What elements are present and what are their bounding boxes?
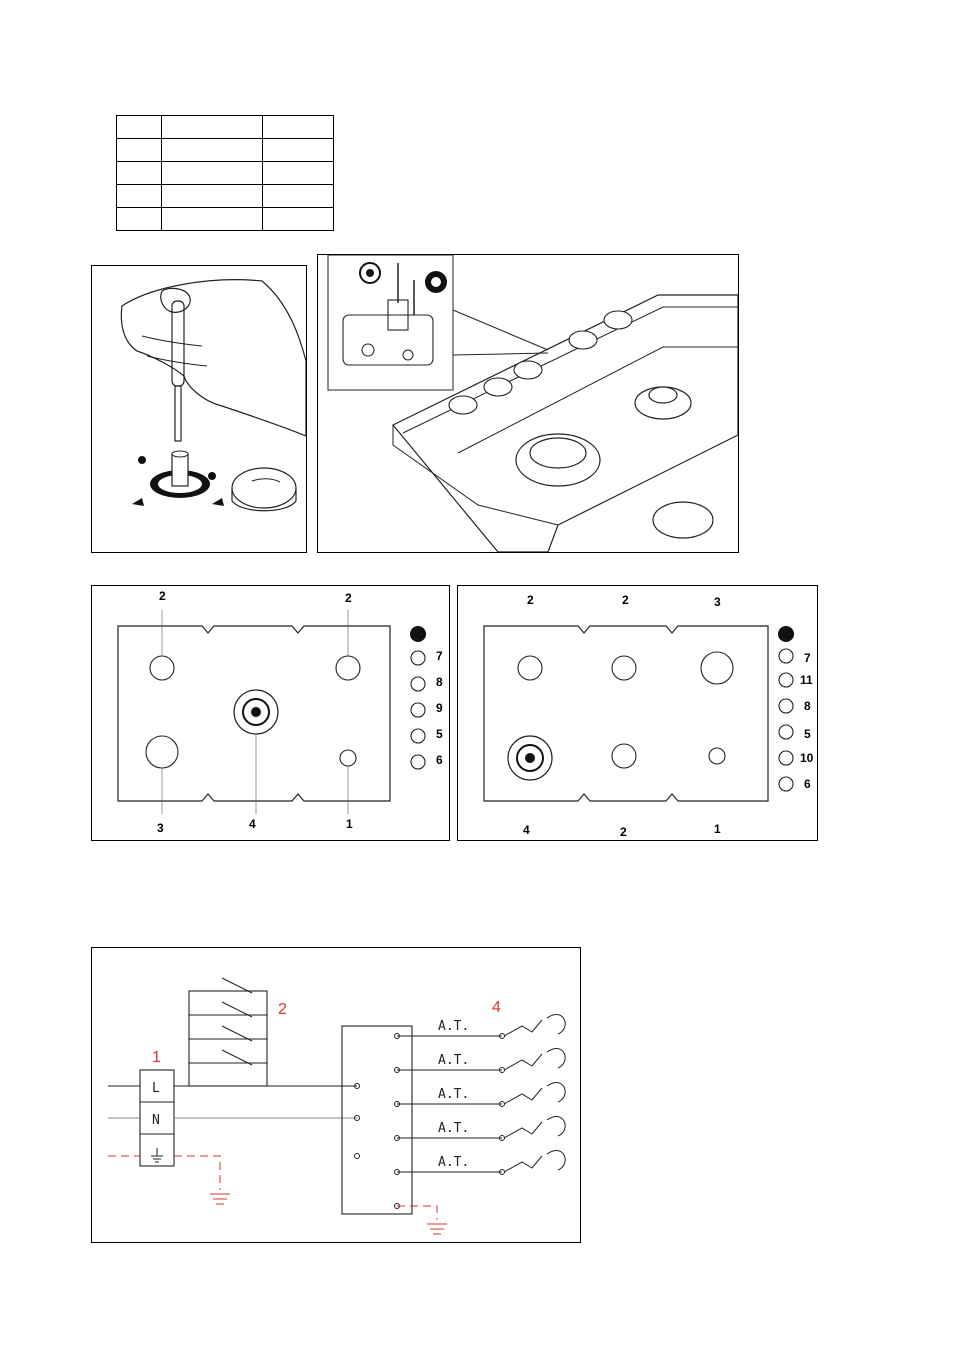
line-terminal-label: L xyxy=(152,1081,160,1096)
knob-label: 7 xyxy=(436,649,443,663)
knob-label: 6 xyxy=(436,753,443,767)
burner-label: 1 xyxy=(714,822,721,836)
knob-label: 8 xyxy=(436,675,443,689)
knob-label: 10 xyxy=(800,751,814,765)
burner-label: 2 xyxy=(345,591,352,605)
burner-label: 3 xyxy=(157,821,164,835)
knob-label: 9 xyxy=(436,701,443,715)
knob-label: 5 xyxy=(436,727,443,741)
burner-label: 2 xyxy=(620,825,627,839)
screwdriver-illustration xyxy=(120,279,307,512)
ignition-label: A.T. xyxy=(438,1019,469,1034)
knob-label: 11 xyxy=(800,673,813,687)
burner-label: 3 xyxy=(714,595,721,609)
ignition-label: A.T. xyxy=(438,1087,469,1102)
figure-wiring-diagram: L N 1 2 xyxy=(91,947,581,1243)
figure-hob-layout-a: 2 2 3 4 1 7 8 9 5 6 xyxy=(91,585,450,841)
hob-layout-a: 2 2 3 4 1 7 8 9 5 6 xyxy=(117,589,443,835)
hob-layout-b: 2 2 3 4 2 1 7 11 8 5 10 6 xyxy=(483,593,814,839)
burner-label: 1 xyxy=(346,817,353,831)
knob-label: 8 xyxy=(804,699,811,713)
data-table xyxy=(116,115,334,231)
ignition-label: A.T. xyxy=(438,1155,469,1170)
burner-label: 4 xyxy=(249,817,256,831)
figure-screwdriver-adjustment xyxy=(91,265,307,553)
figure-hob-perspective xyxy=(317,254,739,553)
burner-label: 2 xyxy=(159,589,166,603)
knob-label: 6 xyxy=(804,777,811,791)
knob-label: 5 xyxy=(804,727,811,741)
neutral-terminal-label: N xyxy=(152,1113,160,1128)
terminal-callout: 1 xyxy=(152,1049,161,1066)
burner-label: 2 xyxy=(622,593,629,607)
hob-perspective-illustration xyxy=(327,254,739,553)
switch-callout: 2 xyxy=(278,1001,287,1018)
figure-hob-layout-b: 2 2 3 4 2 1 7 11 8 5 10 6 xyxy=(457,585,818,841)
wiring-diagram: L N 1 2 xyxy=(108,977,566,1235)
burner-label: 4 xyxy=(523,823,530,837)
knob-label: 7 xyxy=(804,651,811,665)
ignition-label: A.T. xyxy=(438,1053,469,1068)
sparker-callout: 4 xyxy=(492,999,501,1016)
ignition-label: A.T. xyxy=(438,1121,469,1136)
burner-label: 2 xyxy=(527,593,534,607)
